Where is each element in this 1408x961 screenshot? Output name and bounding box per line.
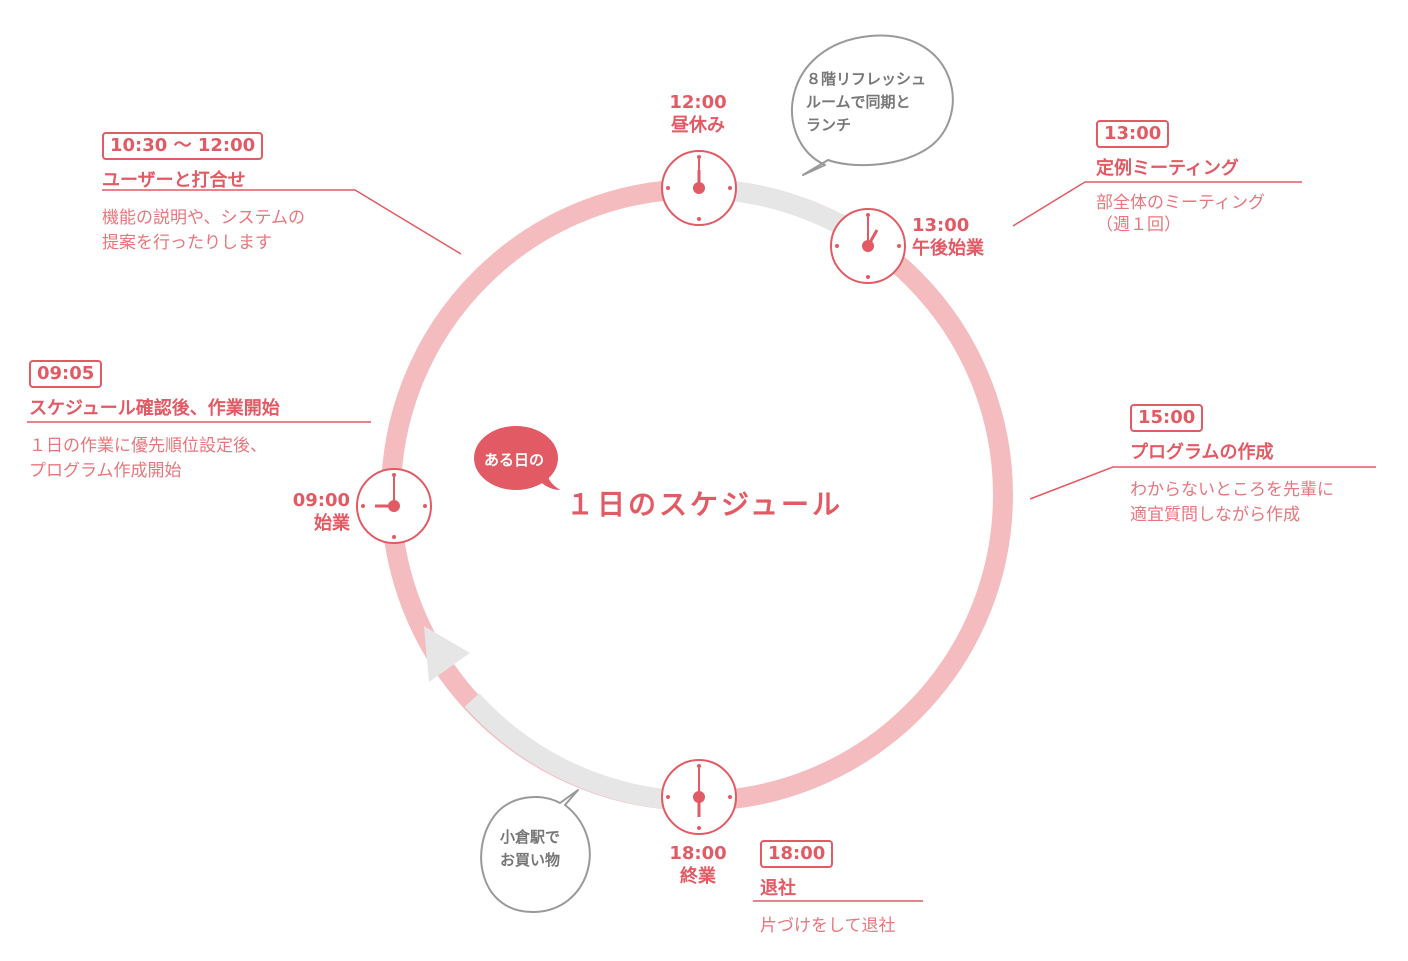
event-title-1030: ユーザーと打合せ xyxy=(102,170,246,191)
event-title-1300: 定例ミーティング xyxy=(1096,158,1239,179)
center-badge: ある日の xyxy=(484,451,545,469)
event-time-0905: 09:05 xyxy=(29,360,103,388)
center-badge-shape xyxy=(474,426,560,490)
event-0905: 09:05 スケジュール確認後、作業開始 １日の作業に優先順位設定後、 プログラ… xyxy=(29,360,280,484)
leader-line-1500 xyxy=(1029,466,1376,500)
event-desc-line: １日の作業に優先順位設定後、 xyxy=(29,436,267,456)
event-desc-1800: 片づけをして退社 xyxy=(760,914,896,939)
event-1800: 18:00 退社 片づけをして退社 xyxy=(760,840,896,939)
event-desc-1300: 部全体のミーティング （週１回） xyxy=(1096,192,1265,236)
bubble-line: ルームで同期と xyxy=(806,93,911,111)
event-time-1500: 15:00 xyxy=(1130,404,1204,432)
event-title-1800: 退社 xyxy=(760,878,796,899)
event-desc-line: 提案を行ったりします xyxy=(102,233,272,253)
speech-bubble-icon-shopping xyxy=(480,789,591,914)
clock-label-1200: 12:00 昼休み xyxy=(648,91,748,137)
center-title: １日のスケジュール xyxy=(566,488,844,521)
event-1500: 15:00 プログラムの作成 わからないところを先輩に 適宜質問しながら作成 xyxy=(1130,404,1334,528)
clock-icon-1200 xyxy=(661,150,737,226)
event-desc-line: わからないところを先輩に xyxy=(1130,480,1334,500)
speech-bubble-icon-lunch xyxy=(791,34,954,176)
clock-time-1200: 12:00 xyxy=(669,92,727,113)
event-time-1030: 10:30 〜 12:00 xyxy=(102,132,264,160)
event-desc-0905: １日の作業に優先順位設定後、 プログラム作成開始 xyxy=(29,434,280,484)
event-desc-line: プログラム作成開始 xyxy=(29,461,182,481)
clock-label-1800: 18:00 終業 xyxy=(648,842,748,888)
bubble-line: ランチ xyxy=(806,116,852,134)
clock-caption-0900: 始業 xyxy=(314,513,350,534)
bubble-line: 小倉駅で xyxy=(500,828,561,846)
clock-label-0900: 09:00 始業 xyxy=(280,489,350,535)
event-desc-line: 機能の説明や、システムの xyxy=(102,208,305,228)
clock-icon-1300 xyxy=(830,208,906,284)
bubble-text-lunch: ８階リフレッシュ ルームで同期と ランチ xyxy=(806,68,926,137)
event-desc-line: 部全体のミーティング xyxy=(1096,193,1265,213)
bubble-line: お買い物 xyxy=(500,851,561,869)
leader-line-1030 xyxy=(102,189,462,255)
bubble-line: ８階リフレッシュ xyxy=(806,70,927,88)
event-time-1800: 18:00 xyxy=(760,840,834,868)
bubble-text-shopping: 小倉駅で お買い物 xyxy=(500,826,560,872)
event-desc-1030: 機能の説明や、システムの 提案を行ったりします xyxy=(102,206,305,256)
clock-time-1300: 13:00 xyxy=(912,215,970,236)
clock-caption-1300: 午後始業 xyxy=(912,238,984,259)
event-1030: 10:30 〜 12:00 ユーザーと打合せ 機能の説明や、システムの 提案を行… xyxy=(102,132,305,256)
clock-caption-1200: 昼休み xyxy=(671,115,725,136)
clock-time-0900: 09:00 xyxy=(292,490,350,511)
event-title-1500: プログラムの作成 xyxy=(1130,442,1274,463)
event-time-1300: 13:00 xyxy=(1096,120,1170,148)
clock-label-1300: 13:00 午後始業 xyxy=(912,214,984,260)
event-desc-line: （週１回） xyxy=(1096,215,1181,235)
leader-line-1300 xyxy=(1012,181,1302,227)
clock-caption-1800: 終業 xyxy=(680,866,716,887)
clock-icon-1800 xyxy=(661,759,737,835)
event-1300: 13:00 定例ミーティング 部全体のミーティング （週１回） xyxy=(1096,120,1265,236)
event-desc-line: 片づけをして退社 xyxy=(760,916,896,936)
return-arrow-icon xyxy=(424,626,470,682)
event-desc-1500: わからないところを先輩に 適宜質問しながら作成 xyxy=(1130,478,1334,528)
event-desc-line: 適宜質問しながら作成 xyxy=(1130,505,1300,525)
clock-icon-0900 xyxy=(356,468,432,544)
event-title-0905: スケジュール確認後、作業開始 xyxy=(29,398,280,419)
clock-time-1800: 18:00 xyxy=(669,843,727,864)
